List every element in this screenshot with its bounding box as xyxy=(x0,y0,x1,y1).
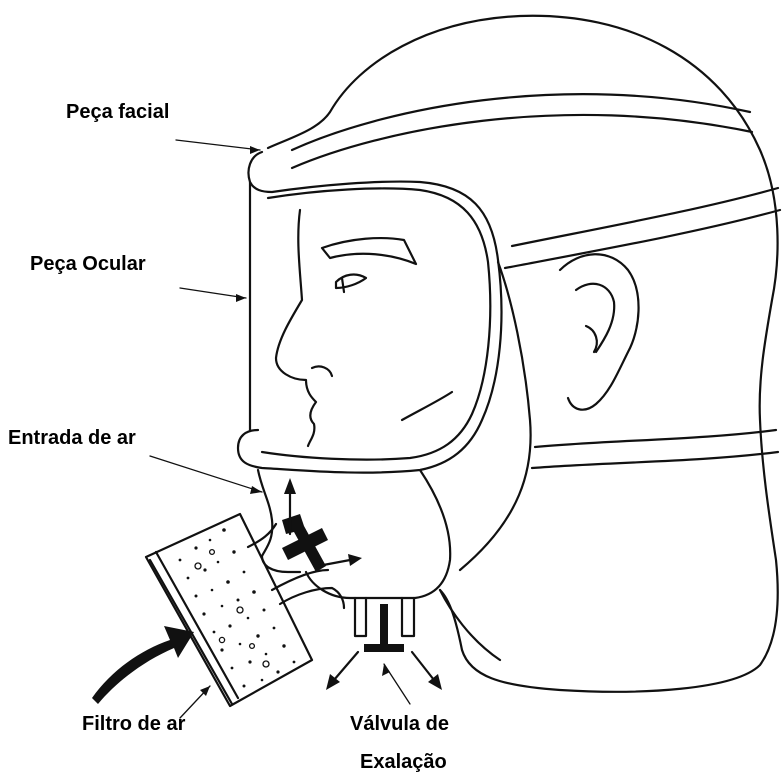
filter-texture-rings xyxy=(195,550,269,667)
hood-outline xyxy=(268,16,780,692)
label-air-inlet: Entrada de ar xyxy=(8,427,136,449)
neck xyxy=(440,590,500,660)
air-inlet-pointer xyxy=(150,456,262,492)
ear xyxy=(560,254,639,409)
face-profile xyxy=(276,210,452,446)
incoming-air-arrow xyxy=(92,626,194,704)
filter-texture xyxy=(179,528,296,687)
airflow-arrows xyxy=(92,478,442,704)
label-eye-piece: Peça Ocular xyxy=(30,253,146,275)
exhalation-valve xyxy=(355,598,414,652)
exhale-left-arrow xyxy=(334,652,358,680)
face-piece-outline xyxy=(238,152,531,598)
exhale-right-arrow xyxy=(412,652,434,680)
label-exhalation-valve-line2: Exalação xyxy=(360,751,447,773)
face-piece-pointer xyxy=(176,140,260,150)
label-air-filter: Filtro de ar xyxy=(82,713,186,735)
label-exhalation-valve-line1: Válvula de xyxy=(350,713,449,735)
label-face-piece: Peça facial xyxy=(66,101,169,123)
